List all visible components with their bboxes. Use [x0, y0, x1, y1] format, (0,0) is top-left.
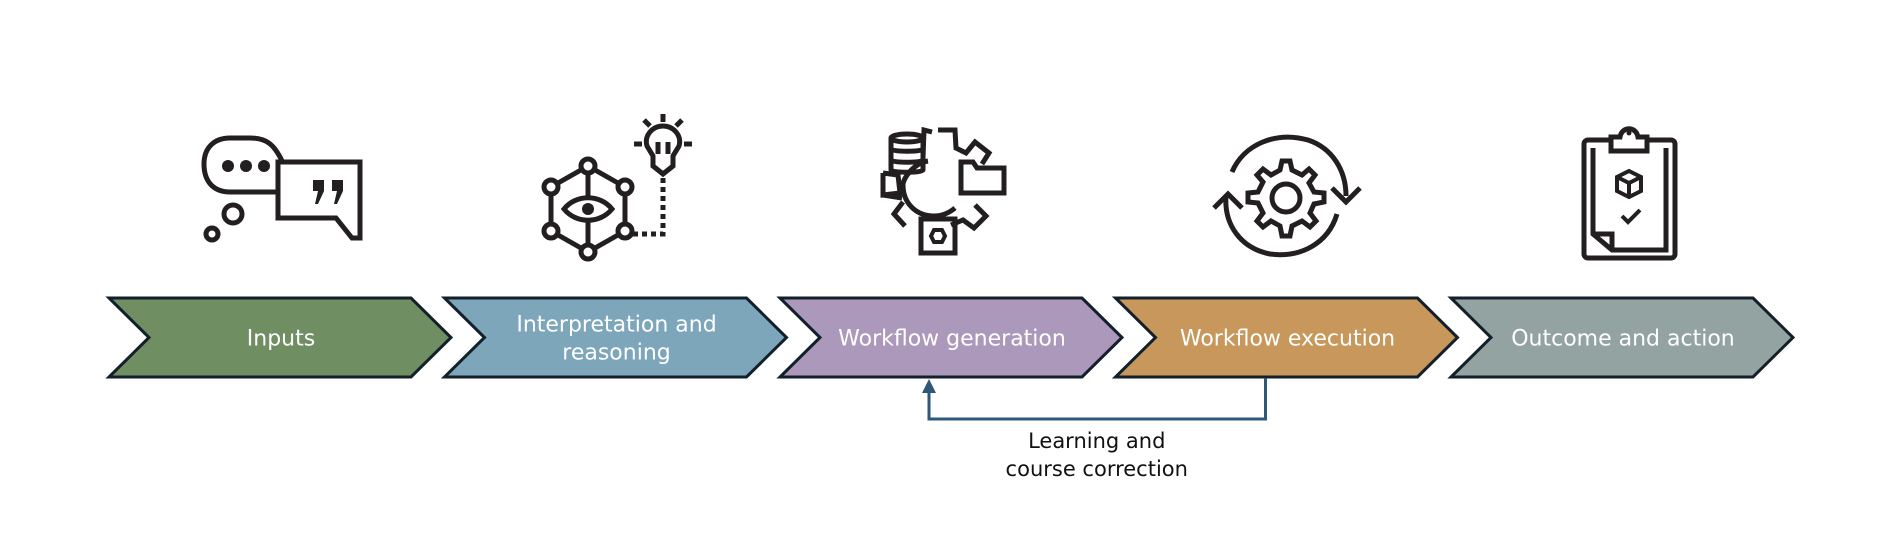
- stage-label: Workflow execution: [1180, 327, 1395, 352]
- stage-chevron-shape: [440, 296, 789, 379]
- gear-database-folder-icon: [880, 126, 1007, 256]
- stage-label: reasoning: [562, 341, 670, 366]
- stage-chevron-shape: [105, 296, 454, 379]
- feedback-loop-label-line-1: Learning and: [1028, 429, 1165, 453]
- stage-workflow-execution: Workflow execution: [1111, 296, 1460, 379]
- clipboard-box-check-icon: [1581, 126, 1678, 261]
- feedback-loop-connector: [927, 378, 1267, 421]
- stage-label: Workflow generation: [838, 327, 1066, 352]
- feedback-loop: Learning and course correction: [922, 378, 1267, 481]
- stage-chevrons: Inputs Interpretation and reasoning Workflo…: [105, 296, 1796, 379]
- network-eye-lightbulb-icon: [541, 114, 692, 262]
- feedback-arrowhead-icon: [922, 379, 936, 393]
- stage-chevron-shape: [1447, 296, 1796, 379]
- stage-label: Inputs: [247, 327, 315, 352]
- stage-label: Outcome and action: [1511, 327, 1735, 352]
- feedback-loop-label-line-2: course correction: [1006, 457, 1188, 481]
- stage-label: Interpretation and: [516, 313, 716, 338]
- stage-chevron-shape: [1111, 296, 1460, 379]
- stage-inputs: Inputs: [105, 296, 454, 379]
- stage-chevron-shape: [776, 296, 1125, 379]
- gear-cycle-arrows-icon: [1212, 134, 1362, 258]
- stage-workflow-generation: Workflow generation: [776, 296, 1125, 379]
- stage-outcome-and-action: Outcome and action: [1447, 296, 1796, 379]
- chat-bubbles-icon: [201, 135, 363, 243]
- stage-interpretation-and-reasoning: Interpretation and reasoning: [440, 296, 789, 379]
